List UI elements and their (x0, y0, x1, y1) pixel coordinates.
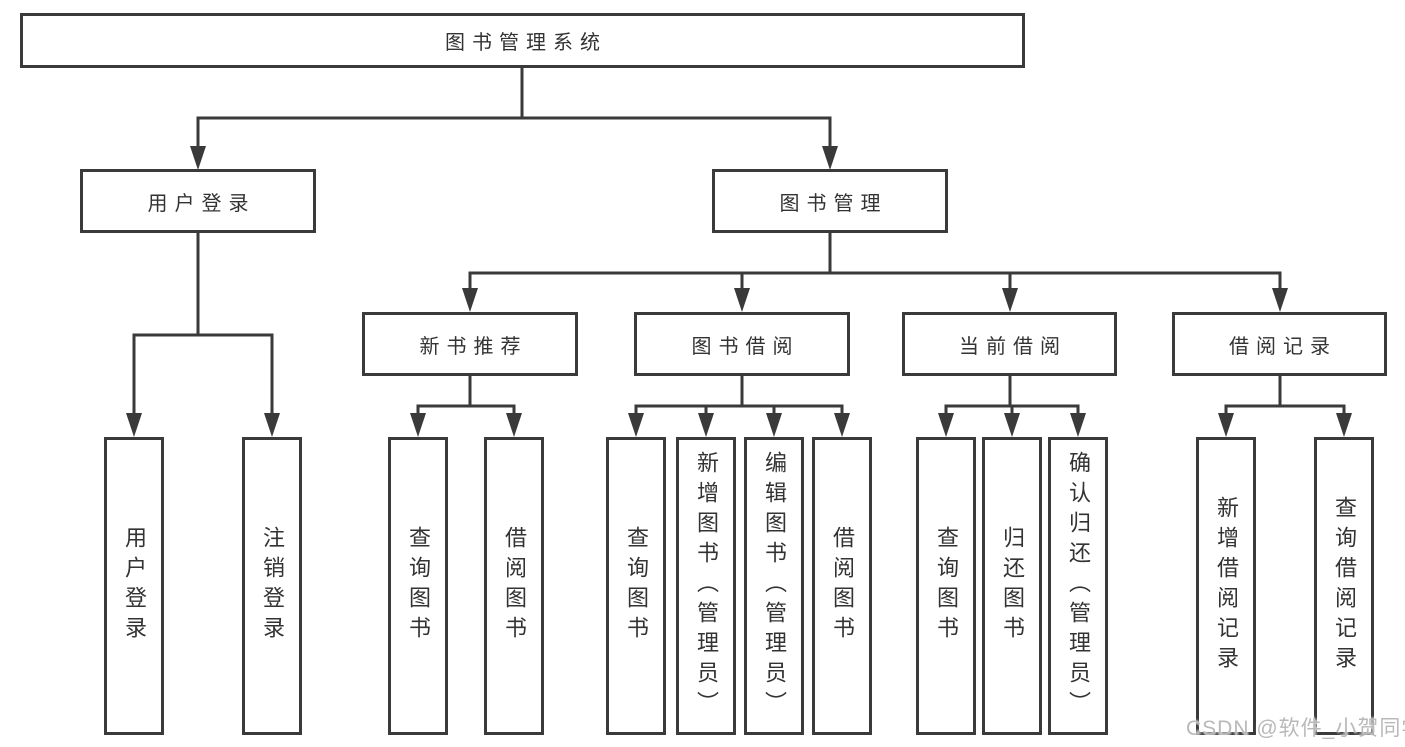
node-query-borrow-record: 查询借阅记录 (1314, 437, 1374, 735)
node-query-books-recommend: 查询图书 (388, 437, 448, 735)
node-book-borrow: 图书借阅 (634, 312, 850, 376)
node-edit-book-admin: 编辑图书（管理员） (744, 437, 804, 735)
node-login: 用户登录 (104, 437, 164, 735)
node-borrow-books: 借阅图书 (812, 437, 872, 735)
node-return-book: 归还图书 (982, 437, 1042, 735)
node-current-borrow: 当前借阅 (902, 312, 1117, 376)
node-confirm-return-admin: 确认归还（管理员） (1048, 437, 1108, 735)
node-query-books-current: 查询图书 (916, 437, 976, 735)
node-root: 图书管理系统 (20, 13, 1025, 68)
node-borrow-books-recommend: 借阅图书 (484, 437, 544, 735)
node-book-management: 图书管理 (712, 169, 948, 233)
node-user-login: 用户登录 (80, 169, 316, 233)
node-add-book-admin: 新增图书（管理员） (676, 437, 736, 735)
node-borrow-records: 借阅记录 (1172, 312, 1387, 376)
node-add-borrow-record: 新增借阅记录 (1196, 437, 1256, 735)
watermark: CSDN @软件_小贺同学 (1186, 717, 1405, 740)
node-query-books-borrow: 查询图书 (606, 437, 666, 735)
node-logout: 注销登录 (242, 437, 302, 735)
node-new-book-recommend: 新书推荐 (362, 312, 578, 376)
